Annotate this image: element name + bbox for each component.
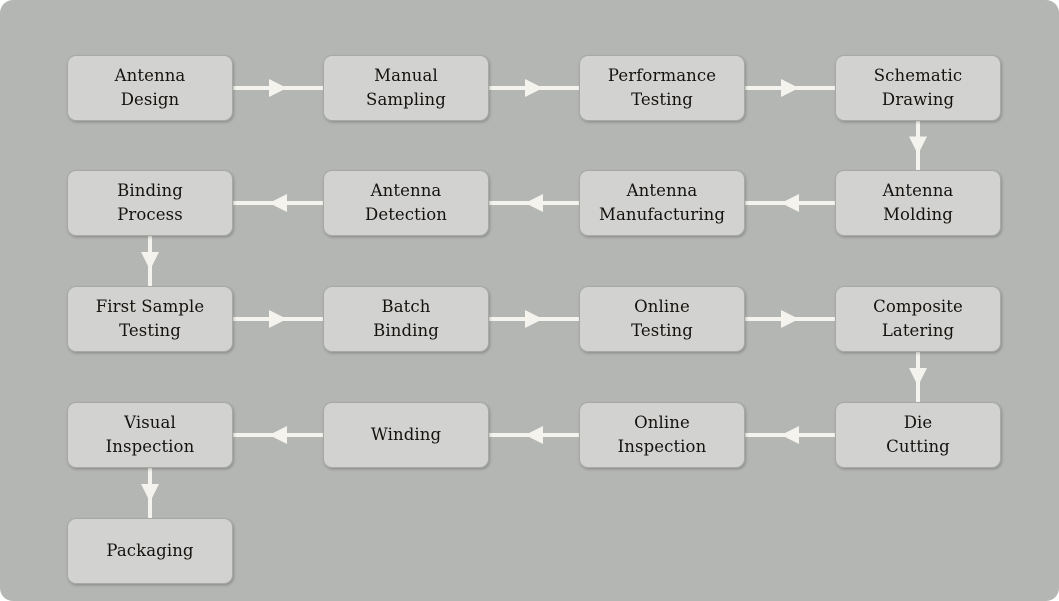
flow-node-n2[interactable]: Manual Sampling <box>323 55 489 121</box>
flow-arrow-n13-to-n14 <box>719 409 861 461</box>
arrow-head-icon <box>525 426 543 444</box>
flow-node-n16[interactable]: Visual Inspection <box>67 402 233 468</box>
flow-node-label: Packaging <box>106 541 194 561</box>
flow-node-label: Batch Binding <box>373 297 439 340</box>
flow-node-n5[interactable]: Antenna Molding <box>835 170 1001 236</box>
arrow-head-icon <box>781 79 799 97</box>
flow-node-n6[interactable]: Antenna Manufacturing <box>579 170 745 236</box>
flow-arrow-n12-to-n13 <box>892 326 944 428</box>
flow-arrow-n6-to-n7 <box>463 177 605 229</box>
arrow-head-icon <box>141 252 159 270</box>
flow-node-n17[interactable]: Packaging <box>67 518 233 584</box>
arrow-head-icon <box>269 310 287 328</box>
arrow-head-icon <box>525 310 543 328</box>
arrow-head-icon <box>269 79 287 97</box>
flow-arrow-n5-to-n6 <box>719 177 861 229</box>
flow-arrow-n14-to-n15 <box>463 409 605 461</box>
flow-node-label: Manual Sampling <box>366 66 446 109</box>
flow-node-label: Antenna Manufacturing <box>598 181 726 224</box>
flow-arrow-n9-to-n10 <box>207 293 349 345</box>
arrow-head-icon <box>269 194 287 212</box>
flow-arrow-n8-to-n9 <box>124 210 176 312</box>
flow-node-label: Composite Latering <box>873 297 963 340</box>
flow-arrow-n7-to-n8 <box>207 177 349 229</box>
flow-arrow-n2-to-n3 <box>463 62 605 114</box>
flow-arrow-n15-to-n16 <box>207 409 349 461</box>
arrow-head-icon <box>781 426 799 444</box>
flow-arrow-n10-to-n11 <box>463 293 605 345</box>
flow-node-n14[interactable]: Online Inspection <box>579 402 745 468</box>
flow-node-n8[interactable]: Binding Process <box>67 170 233 236</box>
flow-node-label: Online Testing <box>631 297 693 340</box>
flow-node-n11[interactable]: Online Testing <box>579 286 745 352</box>
arrow-head-icon <box>909 136 927 155</box>
flow-node-n9[interactable]: First Sample Testing <box>67 286 233 352</box>
flow-arrow-n4-to-n5 <box>892 95 944 196</box>
flow-node-n15[interactable]: Winding <box>323 402 489 468</box>
flow-node-n12[interactable]: Composite Latering <box>835 286 1001 352</box>
flow-node-n10[interactable]: Batch Binding <box>323 286 489 352</box>
flow-node-label: First Sample Testing <box>95 297 205 340</box>
flow-node-label: Performance Testing <box>607 66 717 109</box>
arrow-head-icon <box>781 194 799 212</box>
arrow-head-icon <box>525 194 543 212</box>
flow-arrow-n11-to-n12 <box>719 293 861 345</box>
flow-node-n4[interactable]: Schematic Drawing <box>835 55 1001 121</box>
flow-node-label: Antenna Detection <box>365 181 447 224</box>
flow-node-label: Die Cutting <box>886 413 950 456</box>
arrow-head-icon <box>909 368 927 386</box>
flow-node-label: Antenna Molding <box>882 181 954 224</box>
flow-node-label: Binding Process <box>117 181 183 224</box>
arrow-head-icon <box>141 484 159 502</box>
flow-arrow-n16-to-n17 <box>124 442 176 544</box>
flow-node-label: Online Inspection <box>617 413 707 456</box>
arrow-head-icon <box>781 310 799 328</box>
flow-node-label: Visual Inspection <box>105 413 195 456</box>
flow-arrow-n1-to-n2 <box>207 62 349 114</box>
flow-node-n13[interactable]: Die Cutting <box>835 402 1001 468</box>
flow-node-label: Winding <box>370 425 442 445</box>
flow-node-label: Schematic Drawing <box>873 66 963 109</box>
flow-node-n3[interactable]: Performance Testing <box>579 55 745 121</box>
arrow-head-icon <box>269 426 287 444</box>
arrow-head-icon <box>525 79 543 97</box>
flow-node-n7[interactable]: Antenna Detection <box>323 170 489 236</box>
flow-node-n1[interactable]: Antenna Design <box>67 55 233 121</box>
flow-arrow-n3-to-n4 <box>719 62 861 114</box>
flow-node-label: Antenna Design <box>114 66 186 109</box>
